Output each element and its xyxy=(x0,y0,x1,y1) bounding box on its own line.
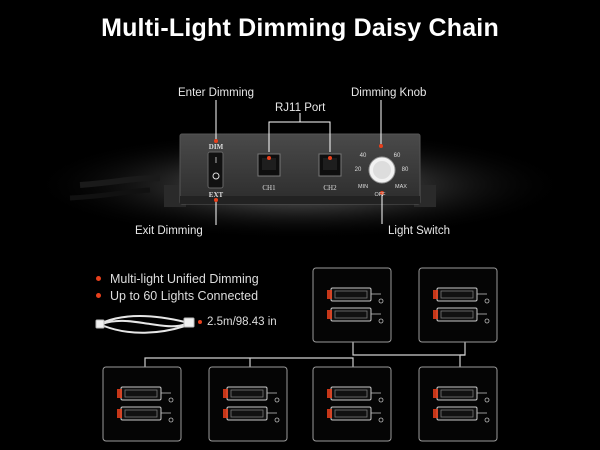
switch-on-label: I xyxy=(215,156,217,165)
page-title: Multi-Light Dimming Daisy Chain xyxy=(101,14,499,42)
knob-max-label: MAX xyxy=(395,184,407,190)
feature-text: Up to 60 Lights Connected xyxy=(110,288,259,303)
light-switch-label: Light Switch xyxy=(388,225,451,237)
feature-item: Multi-light Unified Dimming xyxy=(96,270,259,287)
bullet-dot xyxy=(96,293,101,298)
ch1-label: CH1 xyxy=(262,184,276,192)
cable-length: 2.5m/98.43 in xyxy=(198,316,277,328)
grow-light-panel xyxy=(418,366,498,442)
feature-list: Multi-light Unified Dimming Up to 60 Lig… xyxy=(96,270,259,304)
feature-text: Multi-light Unified Dimming xyxy=(110,271,259,286)
grow-light-panel xyxy=(312,366,392,442)
grow-light-panel xyxy=(208,366,288,442)
chain-wire xyxy=(460,341,466,356)
knob-off-label: OFF xyxy=(375,192,387,198)
feature-item: Up to 60 Lights Connected xyxy=(96,287,259,304)
exit-dimming-label: Exit Dimming xyxy=(135,225,203,237)
knob-40-label: 40 xyxy=(360,153,367,159)
dimming-knob-label: Dimming Knob xyxy=(351,87,427,99)
exit-dimming-marker xyxy=(214,198,218,202)
chain-wire xyxy=(144,357,354,367)
cable-length-text: 2.5m/98.43 in xyxy=(207,316,277,328)
ch2-label: CH2 xyxy=(323,184,337,192)
chain-wire xyxy=(352,341,465,356)
grow-light-panel xyxy=(102,366,182,442)
enter-dimming-marker xyxy=(214,139,218,143)
body-base xyxy=(180,196,420,204)
enter-dimming-label: Enter Dimming xyxy=(178,87,255,99)
ext-label: EXT xyxy=(209,191,224,199)
grow-light-panel xyxy=(312,267,392,343)
knob-80-label: 80 xyxy=(402,167,409,173)
knob-60-label: 60 xyxy=(394,153,401,159)
dimming-knob-marker xyxy=(379,144,383,148)
light-switch-marker xyxy=(380,191,384,195)
bullet-dot xyxy=(198,320,202,324)
rj11-cable-image xyxy=(95,314,195,334)
grow-light-panel xyxy=(418,267,498,343)
bullet-dot xyxy=(96,276,101,281)
rj11-port-label: RJ11 Port xyxy=(275,102,326,114)
knob-20-label: 20 xyxy=(355,167,362,173)
knob-min-label: MIN xyxy=(358,184,368,190)
rocker-switch[interactable] xyxy=(207,151,224,189)
dim-label: DIM xyxy=(209,143,224,151)
switch-off-symbol xyxy=(212,172,220,180)
